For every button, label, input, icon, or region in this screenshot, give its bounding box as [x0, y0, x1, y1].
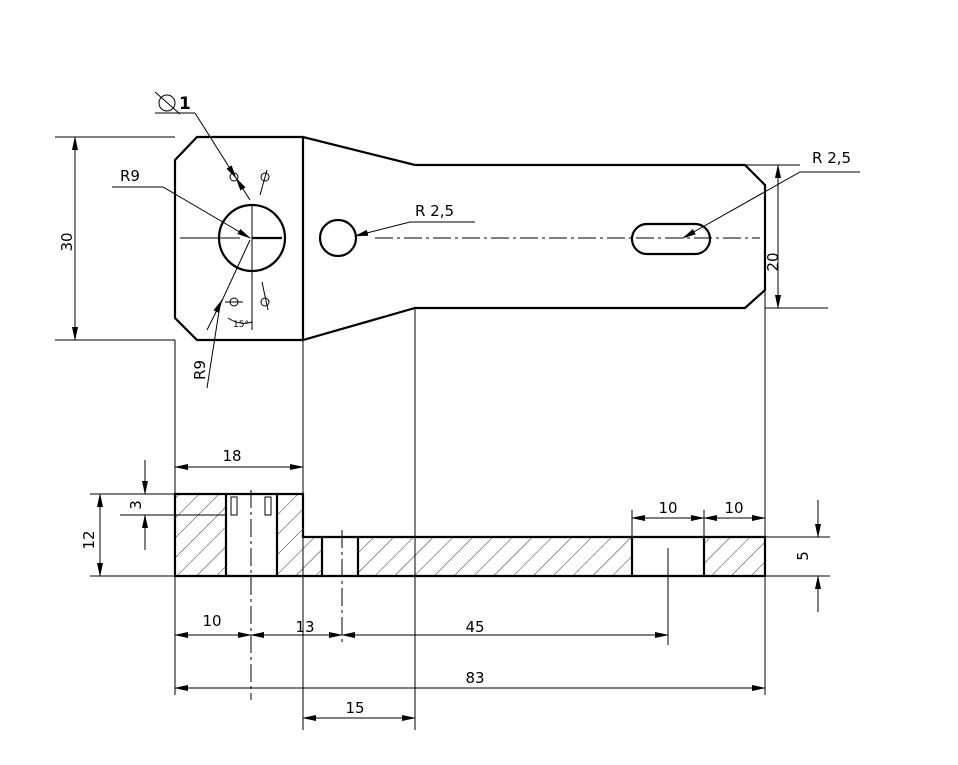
small-hole: [260, 172, 270, 182]
dim-13: 13: [295, 618, 314, 636]
dim-12: 12: [80, 530, 98, 549]
dim-slot-10: 10: [658, 499, 677, 517]
top-view: 30 20 R 2,5 R 2,5 R9 1 R9 15°: [55, 91, 860, 389]
diameter-icon: [158, 94, 176, 112]
dim-3: 3: [127, 500, 145, 510]
small-hole: [260, 297, 270, 307]
dim-20: 20: [764, 252, 782, 271]
angle-label: 15°: [233, 320, 249, 330]
dim-end-10: 10: [724, 499, 743, 517]
radius-middle-hole-label: R 2,5: [415, 202, 454, 220]
radius-slot-label: R 2,5: [812, 149, 851, 167]
diameter-label: 1: [179, 94, 191, 114]
slot: [630, 222, 712, 256]
dim-5: 5: [794, 551, 812, 561]
dim-15: 15: [345, 699, 364, 717]
radius-big-hole-label: R9: [120, 167, 140, 185]
dim-10: 10: [202, 612, 221, 630]
small-holes: [225, 169, 270, 311]
middle-hole: [318, 218, 358, 258]
dim-45: 45: [465, 618, 484, 636]
dim-30: 30: [58, 232, 76, 251]
radius-big-hole-lower-label: R9: [191, 360, 209, 380]
dim-18: 18: [222, 447, 241, 465]
front-view: 18 12 3 10 10 5 10 13 45 83 15: [80, 290, 830, 730]
dim-83: 83: [465, 669, 484, 687]
